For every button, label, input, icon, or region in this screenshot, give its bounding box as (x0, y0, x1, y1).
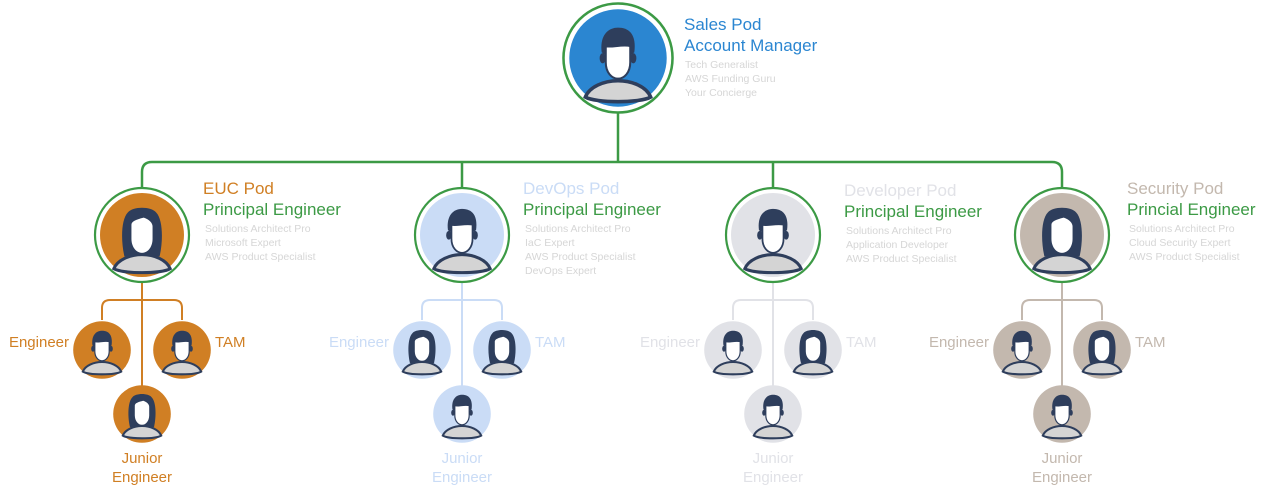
team-member-avatar-icon (393, 321, 451, 379)
team-member-avatar-icon (704, 321, 762, 379)
pod-skill: Solutions Architect Pro (525, 223, 631, 235)
team-label-tam: TAM (215, 334, 246, 351)
team-member-avatar-icon (153, 321, 211, 379)
junior-label-line1: Junior (441, 450, 483, 467)
pod-name: Developer Pod (844, 181, 957, 200)
junior-label-line2: Engineer (1031, 469, 1093, 486)
root-skill: AWS Funding Guru (685, 73, 776, 85)
pod-leader-avatar-icon (413, 186, 511, 284)
pod-skill: Solutions Architect Pro (846, 225, 952, 237)
pod-skill: IaC Expert (525, 237, 575, 249)
junior-label-line2: Engineer (431, 469, 493, 486)
pod-role: Princial Engineer (1127, 200, 1256, 219)
team-label-engineer: Engineer (8, 334, 69, 351)
pod-name: EUC Pod (203, 179, 274, 198)
pod-leader-avatar-icon (93, 186, 191, 284)
team-label-tam: TAM (1135, 334, 1166, 351)
pod-skill: Microsoft Expert (205, 237, 281, 249)
team-branch-line (101, 299, 183, 320)
team-label-tam: TAM (846, 334, 877, 351)
team-member-avatar-icon (113, 385, 171, 443)
root-role: Account Manager (684, 36, 818, 55)
pod-skill: Solutions Architect Pro (205, 223, 311, 235)
pod-skill: Cloud Security Expert (1129, 237, 1231, 249)
pod-bus-line (140, 160, 1064, 190)
root-skill: Your Concierge (685, 87, 757, 99)
team-label-tam: TAM (535, 334, 566, 351)
team-branch-line (1021, 299, 1103, 320)
pod-role: Principal Engineer (844, 202, 982, 221)
team-member-avatar-icon (1073, 321, 1131, 379)
pod-leader-avatar-icon (1013, 186, 1111, 284)
root-avatar-icon (562, 2, 674, 114)
pod-skill: Solutions Architect Pro (1129, 223, 1235, 235)
team-branch-line (421, 299, 503, 320)
pod-skill: AWS Product Specialist (525, 251, 636, 263)
junior-label-line1: Junior (121, 450, 163, 467)
pod-role: Principal Engineer (203, 200, 341, 219)
team-member-avatar-icon (473, 321, 531, 379)
team-label-engineer: Engineer (928, 334, 989, 351)
junior-label-line1: Junior (752, 450, 794, 467)
team-member-avatar-icon (73, 321, 131, 379)
junior-label-line2: Engineer (742, 469, 804, 486)
team-label-engineer: Engineer (328, 334, 389, 351)
pod-leader-avatar-icon (724, 186, 822, 284)
pod-role: Principal Engineer (523, 200, 661, 219)
pod-skill: AWS Product Specialist (1129, 251, 1240, 263)
team-member-avatar-icon (1033, 385, 1091, 443)
team-member-avatar-icon (433, 385, 491, 443)
pod-skill: Application Developer (846, 239, 949, 251)
pod-name: Security Pod (1127, 179, 1224, 198)
pod-skill: AWS Product Specialist (846, 253, 957, 265)
team-member-avatar-icon (993, 321, 1051, 379)
team-label-engineer: Engineer (639, 334, 700, 351)
pod-skill: DevOps Expert (525, 265, 597, 277)
root-pod-name: Sales Pod (684, 15, 762, 34)
team-branch-line (732, 299, 814, 320)
pod-name: DevOps Pod (523, 179, 620, 198)
team-member-avatar-icon (784, 321, 842, 379)
root-skill: Tech Generalist (685, 59, 758, 71)
pod-skill: AWS Product Specialist (205, 251, 316, 263)
junior-label-line2: Engineer (111, 469, 173, 486)
junior-label-line1: Junior (1041, 450, 1083, 467)
team-member-avatar-icon (744, 385, 802, 443)
